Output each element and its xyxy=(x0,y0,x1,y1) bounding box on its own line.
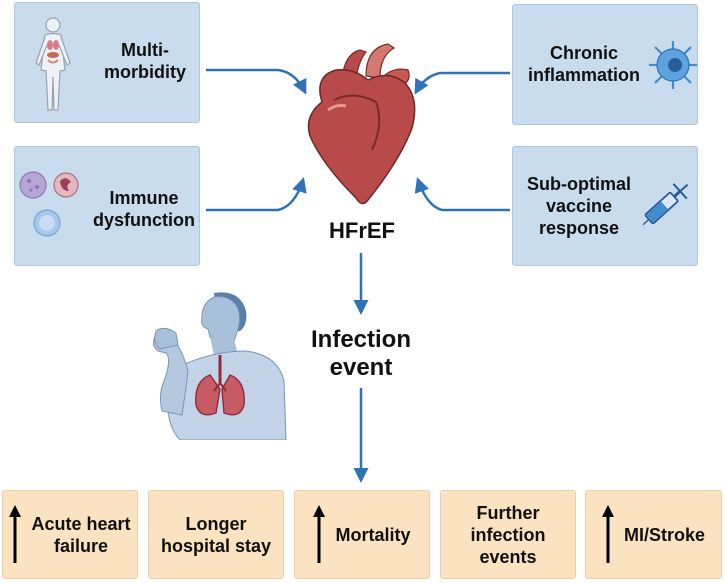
outcome-box-longer-hospital-stay: Longer hospital stay xyxy=(148,490,284,579)
outcome-box-mortality: Mortality xyxy=(294,490,430,579)
outcome-mortality-text: Mortality xyxy=(335,524,410,546)
outcome-acute-heart-failure-line2: failure xyxy=(53,535,109,556)
outcome-further-infection-events-line1: Further xyxy=(476,502,540,523)
risk-box-vaccine: Sub-optimal vaccine response xyxy=(512,146,698,266)
multimorbidity-label-line1: Multi- xyxy=(121,40,169,60)
human-body-icon xyxy=(35,17,71,111)
inflamed-cell-icon xyxy=(649,41,697,89)
immune-cells-icon xyxy=(19,171,79,237)
risk-box-immune: Immune dysfunction xyxy=(14,146,200,266)
outcome-longer-hospital-stay-text: Longer hospital stay xyxy=(161,513,271,557)
outcome-box-further-infection-events: Further infection events xyxy=(440,490,576,579)
vaccine-label-line1: Sub-optimal xyxy=(527,174,631,194)
heart-icon xyxy=(307,43,416,205)
increase-arrow-icon xyxy=(313,504,326,563)
outcome-further-infection-events-text: Further infection events xyxy=(471,502,546,568)
risk-box-inflammation: Chronic inflammation xyxy=(512,4,698,125)
outcome-acute-heart-failure-text: Acute heart failure xyxy=(31,513,130,557)
arrow-inflammation-to-heart xyxy=(414,71,510,95)
outcome-acute-heart-failure-line1: Acute heart xyxy=(31,513,131,534)
outcome-further-infection-events-line3: events xyxy=(479,546,537,567)
outcome-further-infection-events-line2: infection xyxy=(470,524,546,545)
risk-box-multimorbidity: Multi- morbidity xyxy=(14,2,200,123)
syringe-icon xyxy=(642,183,689,226)
heart-label: HFrEF xyxy=(329,218,395,243)
outcome-mi-stroke-text: MI/Stroke xyxy=(624,524,705,546)
increase-arrow-icon xyxy=(601,504,614,563)
outcome-mortality-line1: Mortality xyxy=(335,524,411,545)
outcome-longer-hospital-stay-line2: hospital stay xyxy=(160,535,272,556)
vaccine-label-line2: vaccine xyxy=(545,196,613,216)
infection-event-line1: Infection xyxy=(311,326,411,353)
outcome-mi-stroke-line1: MI/Stroke xyxy=(623,524,706,545)
increase-arrow-icon xyxy=(9,504,22,563)
inflammation-label-line1: Chronic xyxy=(549,43,618,63)
arrow-multimorbidity-to-heart xyxy=(206,68,307,95)
immune-label-line1: Immune xyxy=(109,188,179,208)
outcome-box-acute-heart-failure: Acute heart failure xyxy=(2,490,138,579)
immune-label-line2: dysfunction xyxy=(93,210,195,230)
outcome-box-mi-stroke: MI/Stroke xyxy=(585,490,722,579)
multimorbidity-label-line2: morbidity xyxy=(103,62,186,82)
arrow-vaccine-to-heart xyxy=(414,177,510,212)
vaccine-label-line3: response xyxy=(538,218,620,238)
infection-event-label: Infection event xyxy=(290,326,432,382)
outcome-longer-hospital-stay-line1: Longer xyxy=(185,513,247,534)
infection-event-line2: event xyxy=(329,354,393,381)
coughing-person-icon xyxy=(152,292,287,440)
inflammation-label-line2: inflammation xyxy=(527,65,640,85)
arrow-immune-to-heart xyxy=(206,177,307,212)
